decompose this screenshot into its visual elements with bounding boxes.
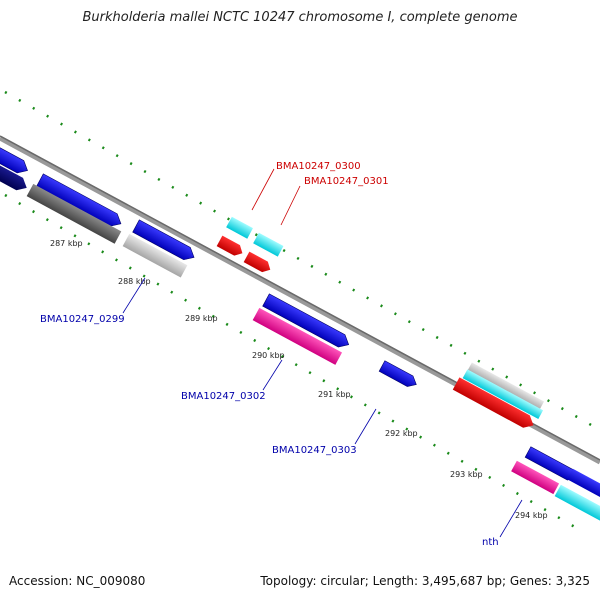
gene-label-0299: BMA10247_0299	[40, 314, 125, 325]
tick-label: 288 kbp	[118, 277, 151, 286]
gene-arrows	[0, 138, 600, 531]
gene-arrow	[253, 232, 284, 257]
topology-text: Topology: circular; Length: 3,495,687 bp…	[260, 574, 590, 588]
map-title: Burkholderia mallei NCTC 10247 chromosom…	[82, 10, 518, 25]
gene-arrow	[554, 484, 600, 531]
gene-arrow	[567, 468, 600, 508]
gene-arrow	[26, 183, 122, 244]
gene-label-nth: nth	[482, 537, 499, 548]
gene-label-0302: BMA10247_0302	[181, 391, 266, 402]
gene-arrow	[452, 377, 534, 428]
tick-label: 287 kbp	[50, 239, 83, 248]
gene-arrow	[252, 307, 343, 365]
gene-label-0300: BMA10247_0300	[276, 161, 361, 172]
gene-arrow	[36, 173, 122, 227]
tick-label: 289 kbp	[185, 314, 218, 323]
outer-dotted-guide	[4, 90, 600, 432]
tick-label: 294 kbp	[515, 511, 548, 520]
gene-labels: BMA10247_0300 BMA10247_0301 BMA10247_029…	[40, 161, 499, 548]
tick-label: 292 kbp	[385, 429, 418, 438]
gene-arrow	[0, 156, 27, 191]
gene-arrow	[122, 233, 188, 278]
gene-arrow	[0, 138, 28, 174]
gene-arrow	[226, 216, 253, 239]
tick-label: 290 kbp	[252, 351, 285, 360]
gene-arrow	[243, 251, 271, 273]
label-leaders	[122, 168, 523, 538]
gene-label-0301: BMA10247_0301	[304, 176, 389, 187]
inner-dotted-guide	[4, 193, 581, 532]
gene-arrow	[462, 369, 544, 420]
gene-arrow	[467, 362, 545, 411]
gene-arrow	[511, 460, 560, 495]
tick-label: 291 kbp	[318, 390, 351, 399]
kbp-ticks: 287 kbp 288 kbp 289 kbp 290 kbp 291 kbp …	[50, 239, 548, 520]
tick-label: 293 kbp	[450, 470, 483, 479]
gene-arrow	[132, 219, 195, 261]
gene-arrow	[262, 293, 350, 348]
gene-arrow	[216, 235, 243, 256]
accession-text: Accession: NC_009080	[9, 574, 146, 588]
gene-label-0303: BMA10247_0303	[272, 445, 357, 456]
gene-arrow	[378, 360, 417, 387]
